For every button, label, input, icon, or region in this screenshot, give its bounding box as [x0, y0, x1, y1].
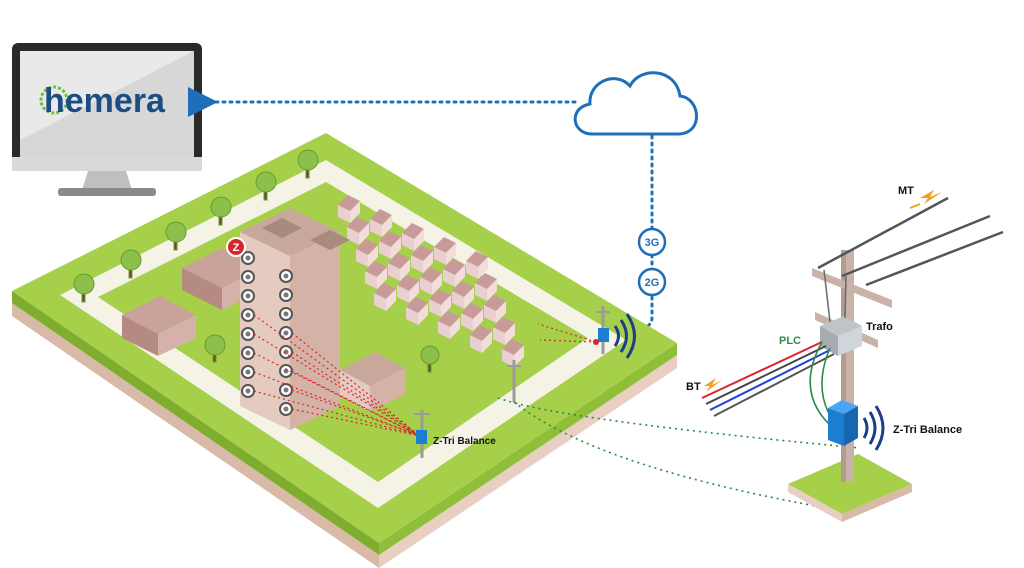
meter-icon [279, 383, 293, 397]
monitor: hemera [12, 43, 202, 196]
pole-signal-icon [862, 405, 885, 451]
house [466, 251, 488, 279]
meter-link [253, 352, 421, 437]
meter-icon [279, 288, 293, 302]
house [370, 209, 392, 237]
meter-link [291, 351, 421, 437]
house [429, 289, 451, 317]
mt-lines [817, 196, 1004, 287]
meter-icon [241, 251, 255, 265]
house [356, 239, 378, 267]
meter-icon [241, 384, 255, 398]
cloud-icon [573, 71, 698, 136]
house [434, 237, 456, 265]
house [374, 283, 396, 311]
pole-ztri-device [828, 400, 885, 451]
ground-link-lower [513, 401, 851, 513]
house [365, 261, 387, 289]
meter-icon [241, 346, 255, 360]
meter-badge: Z [226, 237, 246, 257]
house [484, 295, 506, 323]
meter-link [291, 408, 421, 437]
transformer [820, 269, 862, 356]
block-pole [507, 360, 521, 402]
house [347, 217, 369, 245]
meter-icon [279, 269, 293, 283]
house [397, 275, 419, 303]
meter-link [291, 370, 421, 437]
city-block [12, 133, 677, 568]
meter-link [253, 390, 421, 437]
meter-icon [279, 326, 293, 340]
meter-icon [241, 365, 255, 379]
bt-bolt-icon [704, 378, 722, 392]
ground-link-upper [497, 397, 861, 449]
house [402, 223, 424, 251]
mt-label: MT [898, 185, 914, 197]
meter-icon [241, 308, 255, 322]
meter-icon [279, 364, 293, 378]
pole-device-label: Z-Tri Balance [893, 424, 962, 436]
hemera-logo: hemera [39, 82, 166, 120]
mt-bolt-icon [920, 190, 942, 204]
house [443, 259, 465, 287]
block-device-label: Z-Tri Balance [433, 436, 496, 447]
meter-links [253, 314, 421, 437]
block-ztri-device: Z-Tri Balance [414, 410, 496, 458]
svg-text:Z: Z [233, 242, 240, 254]
meter-icon [279, 402, 293, 416]
house [493, 317, 515, 345]
trees [73, 149, 440, 373]
house [461, 303, 483, 331]
house [438, 311, 460, 339]
house [338, 195, 360, 223]
meter-icon [279, 345, 293, 359]
svg-text:2G: 2G [645, 277, 660, 289]
house [470, 325, 492, 353]
badge-2g: 2G [637, 267, 667, 297]
house [502, 339, 524, 367]
house [475, 273, 497, 301]
wireless-signal-icon [613, 313, 636, 359]
bt-label: BT [686, 381, 701, 393]
meter-link [253, 314, 421, 437]
house [452, 281, 474, 309]
block-antenna [593, 306, 636, 359]
warehouse-left [122, 296, 196, 356]
house [388, 253, 410, 281]
house [379, 231, 401, 259]
pole-base [788, 454, 912, 522]
meter-icon [241, 270, 255, 284]
svg-text:3G: 3G [645, 237, 660, 249]
meter-link [291, 332, 421, 437]
bt-lines [701, 341, 835, 417]
plc-label: PLC [779, 335, 801, 347]
antenna-link [537, 323, 597, 343]
trafo-label: Trafo [866, 321, 893, 333]
monitor-brand: hemera [44, 82, 166, 120]
houses [338, 195, 524, 367]
meter-icon [279, 307, 293, 321]
house [411, 245, 433, 273]
meter-icon [241, 289, 255, 303]
badge-3g: 3G [637, 227, 667, 257]
mt-arrow-icon [909, 203, 921, 209]
house [406, 297, 428, 325]
house [420, 267, 442, 295]
meter-icon [241, 327, 255, 341]
